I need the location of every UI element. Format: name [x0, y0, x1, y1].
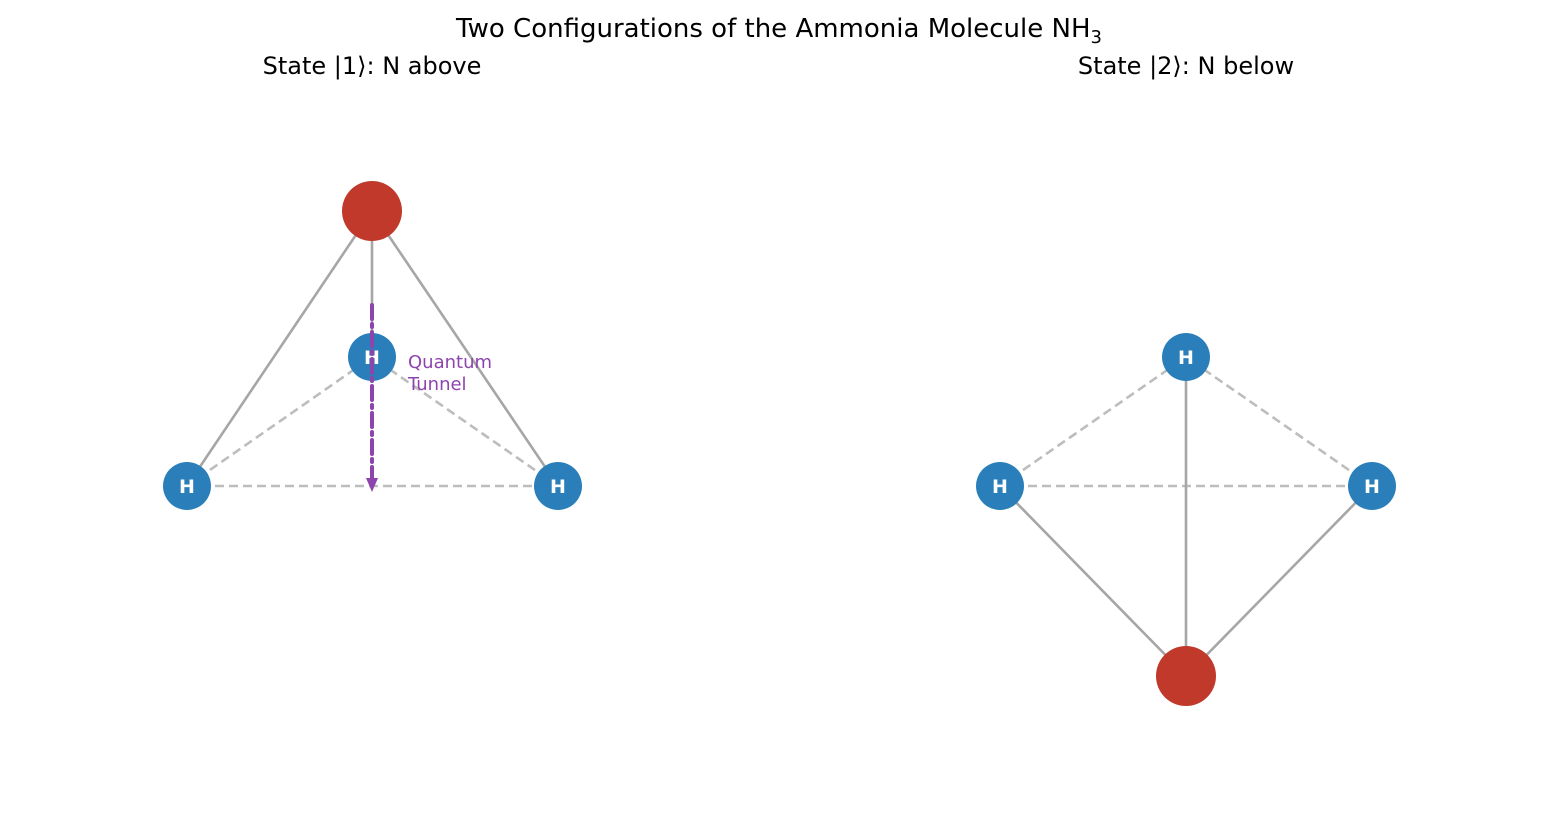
hydrogen-label: H — [1364, 476, 1380, 498]
base-edge-right-back — [371, 355, 559, 488]
hydrogen-circle — [1162, 333, 1210, 381]
base-edge-right-back — [1185, 355, 1373, 488]
nitrogen-atom — [1156, 646, 1216, 706]
hydrogen-circle — [163, 462, 211, 510]
bond-n-h-right — [370, 210, 560, 487]
tunnel-arrowhead — [366, 478, 378, 492]
main-title-subscript: 3 — [1091, 27, 1102, 48]
bond-n-h-right — [1185, 485, 1373, 677]
hydrogen-atom: H — [534, 462, 582, 510]
hydrogen-circle — [976, 462, 1024, 510]
nitrogen-atom — [342, 181, 402, 241]
hydrogen-circle — [534, 462, 582, 510]
hydrogen-label: H — [179, 476, 195, 498]
panel-state-2: State |2⟩: N below H H H — [976, 52, 1396, 706]
main-title: Two Configurations of the Ammonia Molecu… — [455, 14, 1102, 48]
hydrogen-label: H — [550, 476, 566, 498]
hydrogen-atom: H — [163, 462, 211, 510]
panel-title-state-2: State |2⟩: N below — [1078, 52, 1294, 80]
base-edge-left-back — [186, 355, 373, 488]
hydrogen-label: H — [992, 476, 1008, 498]
main-title-text: Two Configurations of the Ammonia Molecu… — [455, 14, 1090, 44]
base-edge-left-back — [999, 355, 1187, 488]
hydrogen-label: H — [1178, 347, 1194, 369]
tunnel-label-line-1: Quantum — [408, 352, 492, 373]
tunnel-label-line-2: Tunnel — [407, 374, 467, 395]
panel-state-1: State |1⟩: N above H H H Quantum Tunnel — [163, 52, 582, 510]
panel-title-state-1: State |1⟩: N above — [263, 52, 482, 80]
bond-n-h-left — [185, 210, 374, 487]
hydrogen-atom: H — [1348, 462, 1396, 510]
hydrogen-atom: H — [976, 462, 1024, 510]
hydrogen-atom: H — [1162, 333, 1210, 381]
hydrogen-circle — [1348, 462, 1396, 510]
bond-n-h-left — [999, 485, 1187, 677]
